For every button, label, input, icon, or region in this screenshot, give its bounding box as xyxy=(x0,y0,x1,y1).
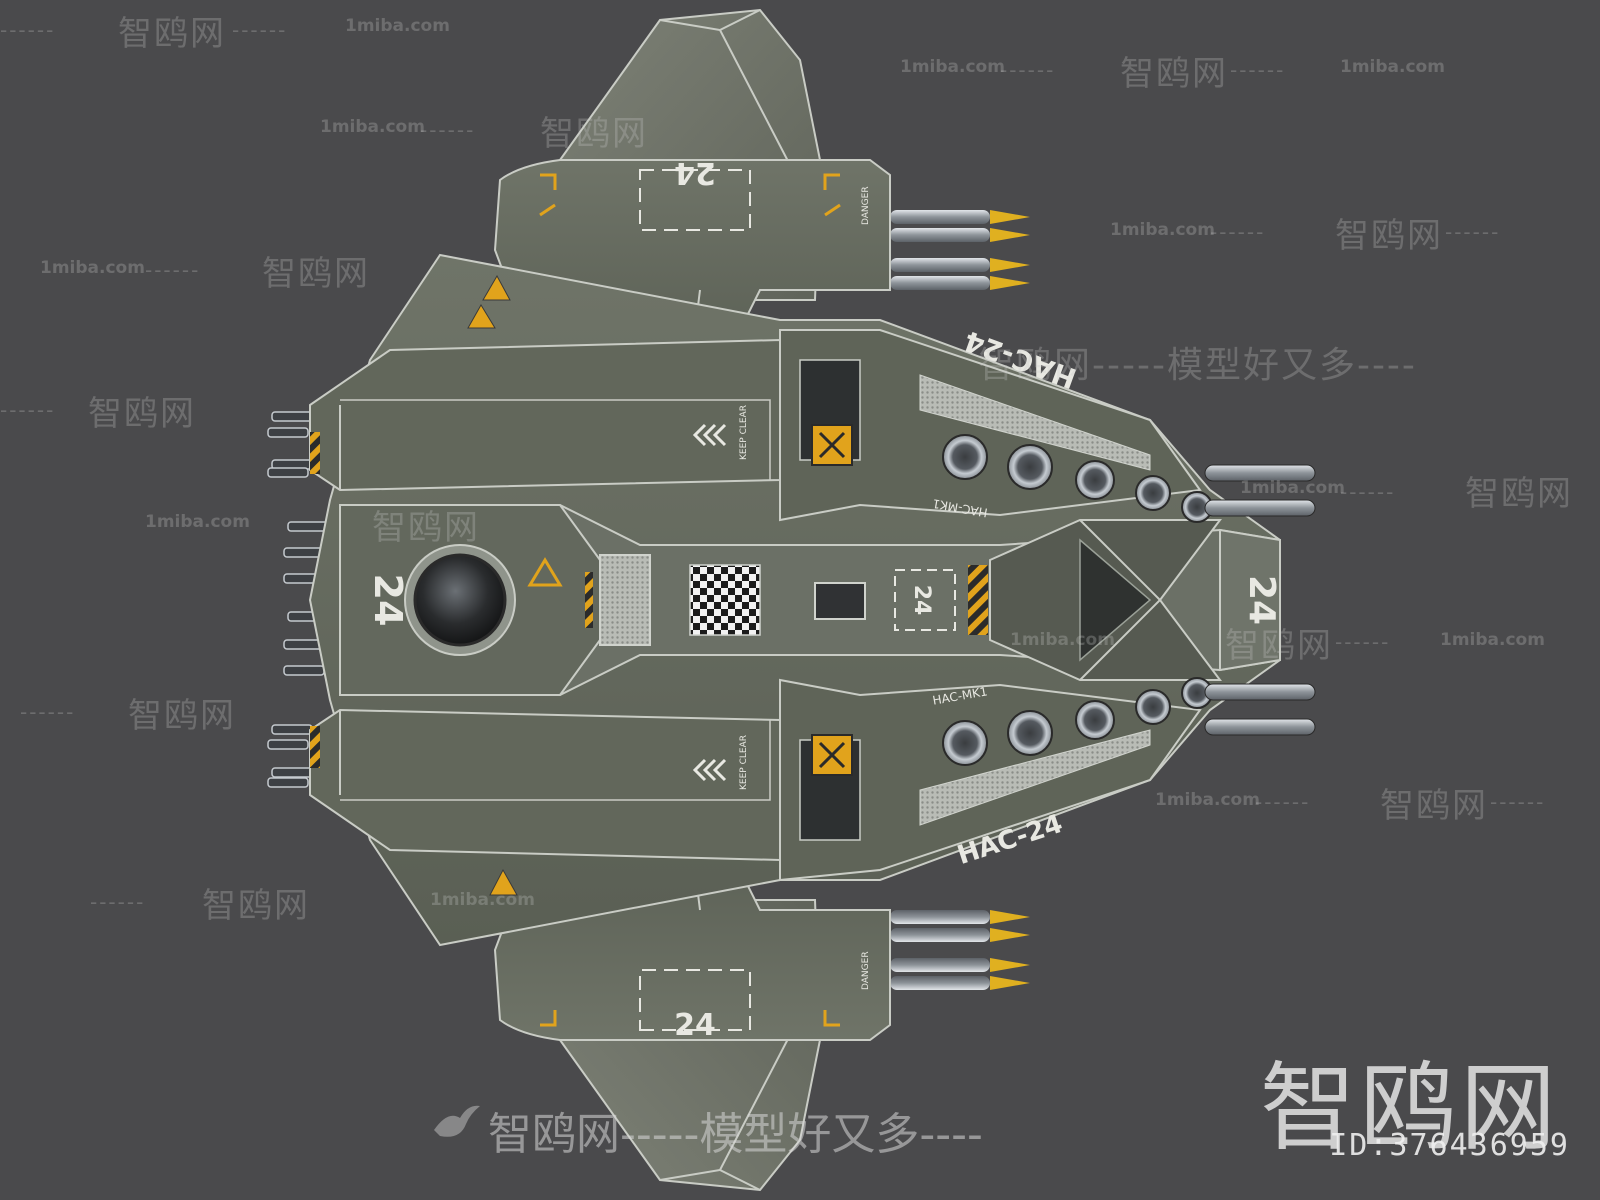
brand-logo-text: 智鸥网 xyxy=(1260,1052,1560,1164)
danger-label-top: DANGER xyxy=(861,186,871,225)
watermark-url: 1miba.com xyxy=(1110,220,1215,240)
watermark-slogan: 智鸥网-----模型好又多---- xyxy=(978,345,1417,386)
watermark-url: 1miba.com xyxy=(320,117,425,137)
watermark-url: 1miba.com xyxy=(345,16,450,36)
watermark-brand: 智鸥网 xyxy=(118,14,226,54)
watermark-url: 1miba.com xyxy=(145,512,250,532)
watermark-url: 1miba.com xyxy=(40,258,145,278)
watermark-dashes: ------ xyxy=(1000,58,1056,82)
hull-number-nose: 24 xyxy=(1241,575,1282,625)
watermark-dashes: ------ xyxy=(0,18,56,42)
keep-clear-label-top: KEEP CLEAR xyxy=(739,405,749,460)
engine-row-bottom xyxy=(942,677,1213,766)
watermark-dashes: ------ xyxy=(1445,220,1501,244)
vent-grill xyxy=(599,554,651,646)
watermark-dashes: ------ xyxy=(145,258,201,282)
watermark-url: 1miba.com xyxy=(1010,630,1115,650)
keep-clear-chevrons-bottom xyxy=(692,758,727,782)
watermark-dashes: ------ xyxy=(1490,790,1546,814)
watermark-url: 1miba.com xyxy=(1340,57,1445,77)
watermark-brand: 智鸥网 xyxy=(1120,54,1228,94)
keep-clear-label-bottom: KEEP CLEAR xyxy=(739,735,749,790)
watermark-url: 1miba.com xyxy=(430,890,535,910)
hull-number-top-wing: 24 xyxy=(674,155,716,190)
keep-clear-chevrons-top xyxy=(692,423,727,447)
watermark-url: 1miba.com xyxy=(1440,630,1545,650)
hull-number-bottom-wing: 24 xyxy=(674,1008,716,1043)
bottom-wing xyxy=(493,829,1030,1192)
missile-rack-top xyxy=(890,210,1030,290)
checker-panel xyxy=(689,564,761,636)
danger-label-bottom: DANGER xyxy=(861,951,871,990)
watermark-url: 1miba.com xyxy=(1155,790,1260,810)
watermark-url: 1miba.com xyxy=(900,57,1005,77)
watermark-brand: 智鸥网 xyxy=(1225,626,1333,666)
dark-vent xyxy=(814,582,866,620)
watermark-dashes: ------ xyxy=(90,890,146,914)
watermark-dashes: ------ xyxy=(1255,790,1311,814)
watermark-dashes: ------ xyxy=(420,118,476,142)
watermark-dashes: ------ xyxy=(1230,58,1286,82)
watermark-dashes: ------ xyxy=(0,398,56,422)
watermark-brand: 智鸥网 xyxy=(128,696,236,736)
watermark-dashes: ------ xyxy=(1210,220,1266,244)
watermark-brand: 智鸥网 xyxy=(1335,216,1443,256)
nose-intake xyxy=(1079,538,1152,662)
watermark-dashes: ------ xyxy=(232,18,288,42)
watermark-brand: 智鸥网 xyxy=(372,508,480,548)
main-hull: KEEP CLEAR KEEP CLEAR 24 24 2 xyxy=(267,253,1316,947)
hull-number-spine: 24 xyxy=(366,574,410,627)
bottom-slogan: 智鸥网-----模型好又多---- xyxy=(488,1109,983,1160)
watermark-brand: 智鸥网 xyxy=(540,114,648,154)
watermark-dashes: ------ xyxy=(20,700,76,724)
engine-row-top xyxy=(942,434,1213,523)
watermark-url: 1miba.com xyxy=(1240,478,1345,498)
front-cannons xyxy=(1204,464,1316,736)
model-id-label: ID:376436959 xyxy=(1329,1128,1570,1163)
watermark-dashes: ------ xyxy=(1340,480,1396,504)
bird-logo-icon xyxy=(434,1105,480,1137)
watermark-dashes: ------ xyxy=(1335,630,1391,654)
watermark-brand: 智鸥网 xyxy=(88,394,196,434)
watermark-brand: 智鸥网 xyxy=(262,254,370,294)
watermark-brand: 智鸥网 xyxy=(202,886,310,926)
watermark-brand: 智鸥网 xyxy=(1380,786,1488,826)
hull-number-center: 24 xyxy=(909,585,934,616)
watermark-brand: 智鸥网 xyxy=(1465,474,1573,514)
